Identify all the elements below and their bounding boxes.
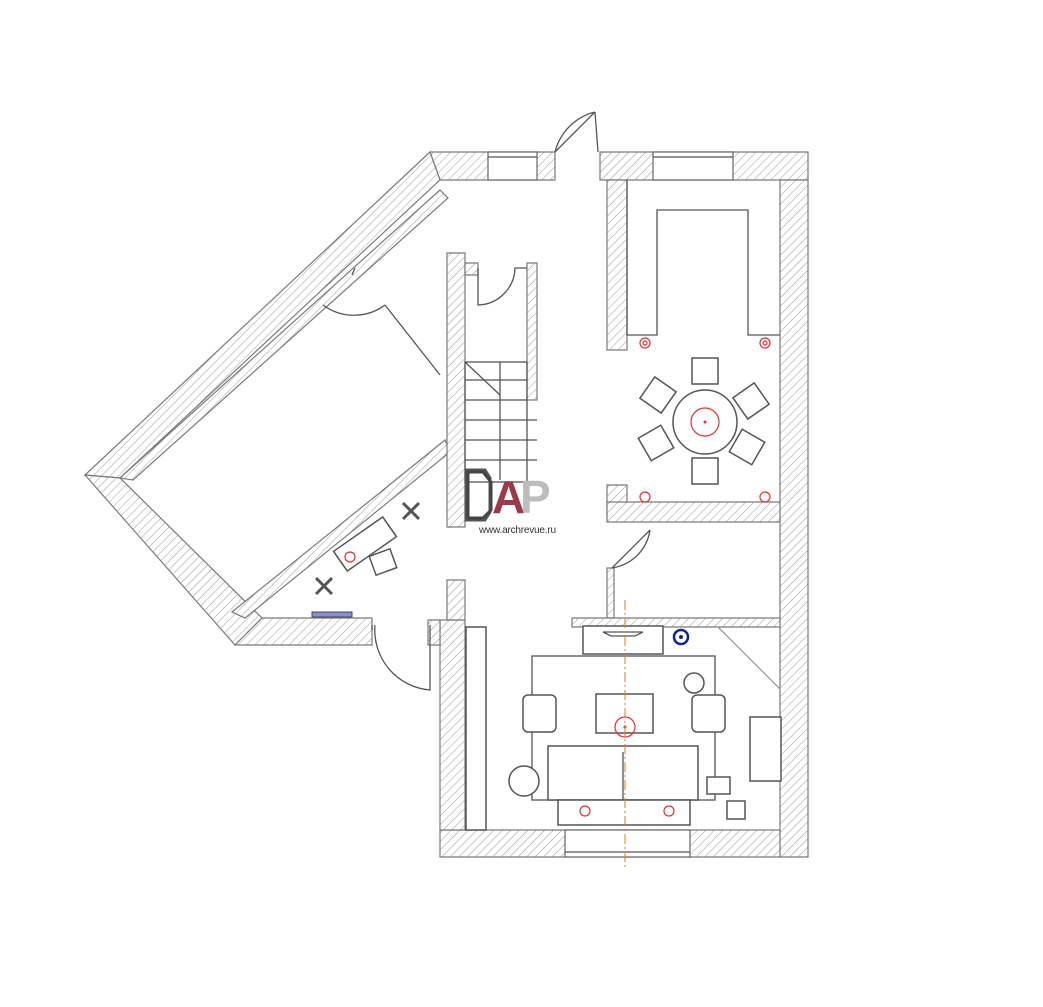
wall-living-top [571,617,781,628]
window-left-small [311,611,353,618]
chair [691,357,719,385]
logo-url: www.archrevue.ru [479,525,556,536]
chair [638,375,678,415]
wall-storage-inner [118,189,449,481]
kitchen-counter [626,180,780,336]
door-closet [611,529,651,569]
wardrobe [465,626,487,831]
armchair-left [522,694,557,733]
stool [368,547,398,577]
wall-dining-bottom [606,501,781,523]
desk [332,515,398,573]
window-top-right [652,151,734,181]
wall-hall-stub [446,579,466,621]
chair [691,457,719,485]
floor-lamp [508,765,540,797]
blue-fixture [672,628,690,646]
doors [322,111,651,691]
wall-right [779,179,809,858]
wall-kitchen-left [606,179,628,351]
wall-diagonal-upper [83,150,441,479]
wall-left-lower [439,619,466,831]
wall-closet-left [606,567,615,619]
cabinet [749,716,782,782]
logo-letter-p: P [520,471,551,523]
door-wc [477,267,527,306]
wall-bottom-left [233,617,373,646]
dining-set [637,357,771,485]
interior-walls [118,179,781,628]
ceiling-fixture-x [314,576,334,596]
door-storage [322,267,441,376]
staircase [464,361,537,483]
wall-storage-diagonal [230,439,451,619]
logo-d-shape [466,470,493,520]
wall-stair-left [446,252,466,528]
sofa-bench [557,799,691,826]
tv-unit [582,625,664,655]
armchair-right [691,694,726,733]
window-bottom [564,829,691,858]
door-entrance-bottom [371,624,431,691]
chair [728,428,766,466]
side-table-round [683,672,705,694]
ceiling-fixture-x [401,501,421,521]
stair-outline [464,361,528,483]
wall-bottom-left-2 [427,619,441,646]
kitchen [626,180,780,503]
wall-stair-right [526,262,538,401]
chair [637,424,675,462]
wall-stair-top [464,262,479,276]
door-entrance-top [554,111,596,153]
chair [731,381,771,421]
pouf [726,800,746,820]
wall-diagonal-lower [83,474,263,646]
living-room [508,600,782,870]
hall-furniture [314,468,492,831]
end-table [706,776,731,795]
logo-letter-a: A [492,471,526,523]
windows [311,151,734,858]
window-top-left [487,151,538,181]
